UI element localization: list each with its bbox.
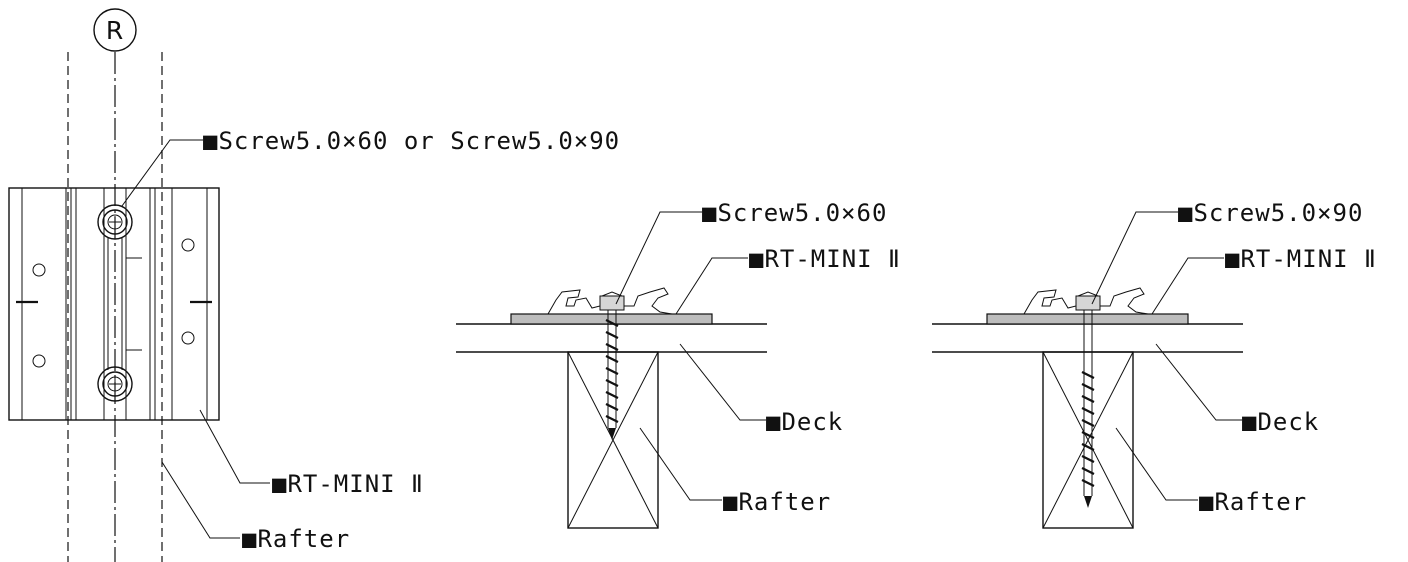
label-plan-rafter: ■Rafter	[242, 525, 350, 553]
hole	[181, 331, 195, 345]
label-plan-screw: ■Screw5.0×60 or Screw5.0×90	[203, 127, 620, 155]
label-sec2-deck: ■Deck	[1242, 408, 1319, 436]
label-sec1-screw: ■Screw5.0×60	[702, 199, 887, 227]
label-sec1-deck: ■Deck	[766, 408, 843, 436]
rafter-section	[1042, 351, 1134, 529]
screw-head	[1075, 295, 1101, 311]
section-view-screw-90: ■Screw5.0×90 ■RT-MINI Ⅱ ■Deck ■Rafter	[932, 199, 1377, 529]
leader-sec1-screw	[615, 211, 702, 305]
leader-plan-screw	[121, 139, 203, 207]
leader-plan-rafter	[161, 461, 240, 539]
label-sec2-rt-mini: ■RT-MINI Ⅱ	[1225, 245, 1377, 273]
base-plate	[986, 313, 1189, 325]
label-sec1-rt-mini: ■RT-MINI Ⅱ	[749, 245, 901, 273]
screw-head-top	[97, 204, 133, 240]
label-sec2-rafter: ■Rafter	[1199, 488, 1307, 516]
leader-sec2-screw	[1091, 211, 1178, 305]
label-plan-rt-mini: ■RT-MINI Ⅱ	[272, 470, 424, 498]
leader-sec2-deck	[1155, 343, 1242, 421]
hole	[32, 263, 46, 277]
section-view-screw-60: ■Screw5.0×60 ■RT-MINI Ⅱ ■Deck ■Rafter	[456, 199, 901, 529]
leader-sec1-rafter	[639, 427, 722, 501]
label-sec2-screw: ■Screw5.0×90	[1178, 199, 1363, 227]
screw-head	[599, 295, 625, 311]
rafter-section	[567, 351, 659, 529]
bracket-plan-outline	[8, 187, 220, 421]
leader-sec2-rafter	[1115, 427, 1198, 501]
leader-sec2-rt-mini	[1151, 257, 1224, 315]
screw-shank-90	[1081, 310, 1095, 508]
screw-shank-60	[605, 310, 619, 440]
reference-circle	[93, 8, 137, 52]
hole	[32, 354, 46, 368]
base-plate	[510, 313, 713, 325]
leader-plan-rt-mini	[199, 409, 270, 484]
reference-mark: R	[106, 16, 124, 45]
label-sec1-rafter: ■Rafter	[723, 488, 831, 516]
leader-sec1-rt-mini	[675, 257, 748, 315]
screw-head-bottom	[97, 366, 133, 402]
plan-view: R	[8, 8, 620, 562]
leader-sec1-deck	[679, 343, 766, 421]
hole	[181, 238, 195, 252]
